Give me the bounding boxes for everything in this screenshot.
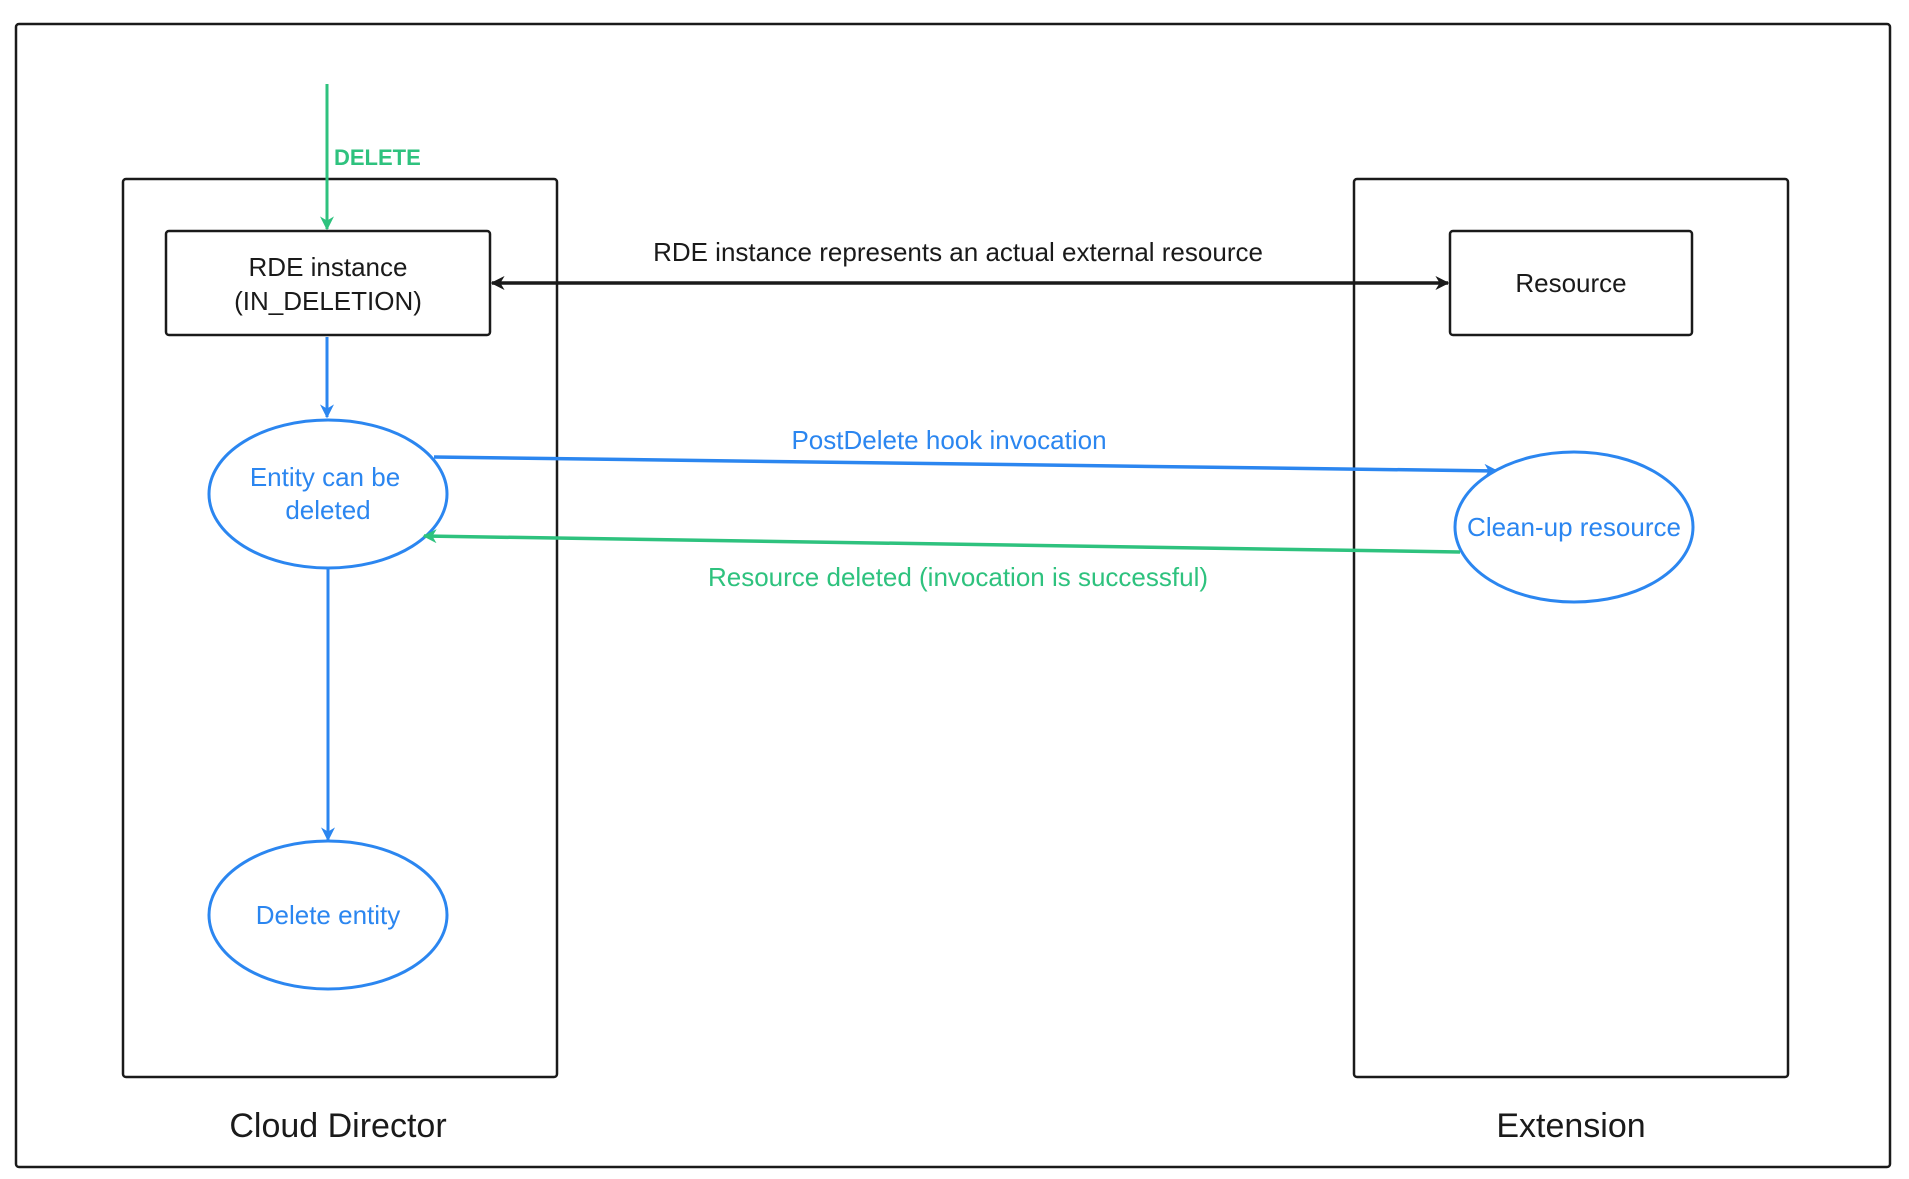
extension-lane <box>1352 177 1790 1079</box>
entity-can-be-deleted-node <box>207 418 449 570</box>
post-delete-arrow <box>433 455 1499 478</box>
represents-label: RDE instance represents an actual extern… <box>653 237 1263 267</box>
entity-can-be-deleted-line2: deleted <box>285 495 370 525</box>
rde-instance-state: (IN_DELETION) <box>234 286 422 316</box>
delete-entity-label: Delete entity <box>256 900 401 930</box>
delete-entity-node <box>207 839 449 991</box>
entity-can-be-deleted-line1: Entity can be <box>250 462 400 492</box>
rde-instance-box <box>164 229 492 337</box>
cleanup-resource-node <box>1453 450 1695 604</box>
resource-label: Resource <box>1515 268 1626 298</box>
cloud-director-lane <box>121 177 559 1079</box>
extension-title: Extension <box>1496 1107 1645 1145</box>
resource-box <box>1448 229 1694 337</box>
resource-deleted-label: Resource deleted (invocation is successf… <box>708 562 1208 592</box>
delete-label: DELETE <box>334 145 421 170</box>
outer-frame <box>14 22 1892 1169</box>
rde-instance-label: RDE instance <box>249 252 408 282</box>
resource-deleted-arrow <box>422 529 1461 554</box>
cloud-director-title: Cloud Director <box>229 1107 446 1145</box>
post-delete-label: PostDelete hook invocation <box>791 425 1106 455</box>
cleanup-resource-label: Clean-up resource <box>1467 512 1681 542</box>
